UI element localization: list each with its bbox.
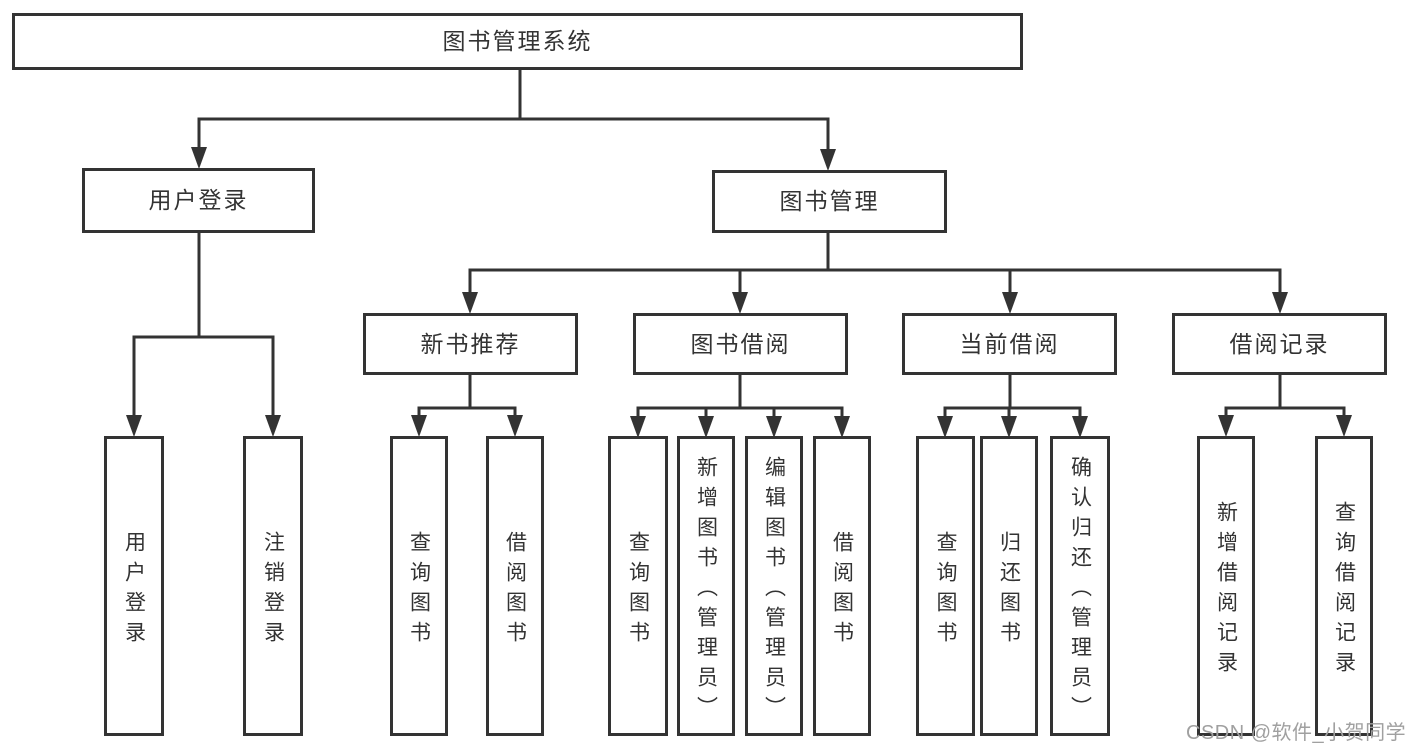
leaf-edit-books-admin: 编辑图书（管理员） <box>745 436 803 736</box>
node-new-book-recommend: 新书推荐 <box>363 313 578 375</box>
leaf-add-books-admin: 新增图书（管理员） <box>677 436 735 736</box>
leaf-borrow-query-books: 查询图书 <box>608 436 668 736</box>
leaf-recommend-query-books: 查询图书 <box>390 436 448 736</box>
leaf-logout: 注销登录 <box>243 436 303 736</box>
csdn-watermark: CSDN @软件_小贺同学 <box>1186 722 1405 744</box>
leaf-recommend-borrow-books: 借阅图书 <box>486 436 544 736</box>
leaf-query-borrow-record: 查询借阅记录 <box>1315 436 1373 736</box>
leaf-return-books: 归还图书 <box>980 436 1038 736</box>
node-user-login: 用户登录 <box>82 168 315 233</box>
leaf-user-login: 用户登录 <box>104 436 164 736</box>
leaf-confirm-return-admin: 确认归还（管理员） <box>1050 436 1110 736</box>
node-root: 图书管理系统 <box>12 13 1023 70</box>
node-borrow-records: 借阅记录 <box>1172 313 1387 375</box>
leaf-current-query-books: 查询图书 <box>916 436 975 736</box>
node-book-management: 图书管理 <box>712 170 947 233</box>
node-book-borrow: 图书借阅 <box>633 313 848 375</box>
node-current-borrow: 当前借阅 <box>902 313 1117 375</box>
leaf-add-borrow-record: 新增借阅记录 <box>1197 436 1255 736</box>
leaf-borrow-books: 借阅图书 <box>813 436 871 736</box>
